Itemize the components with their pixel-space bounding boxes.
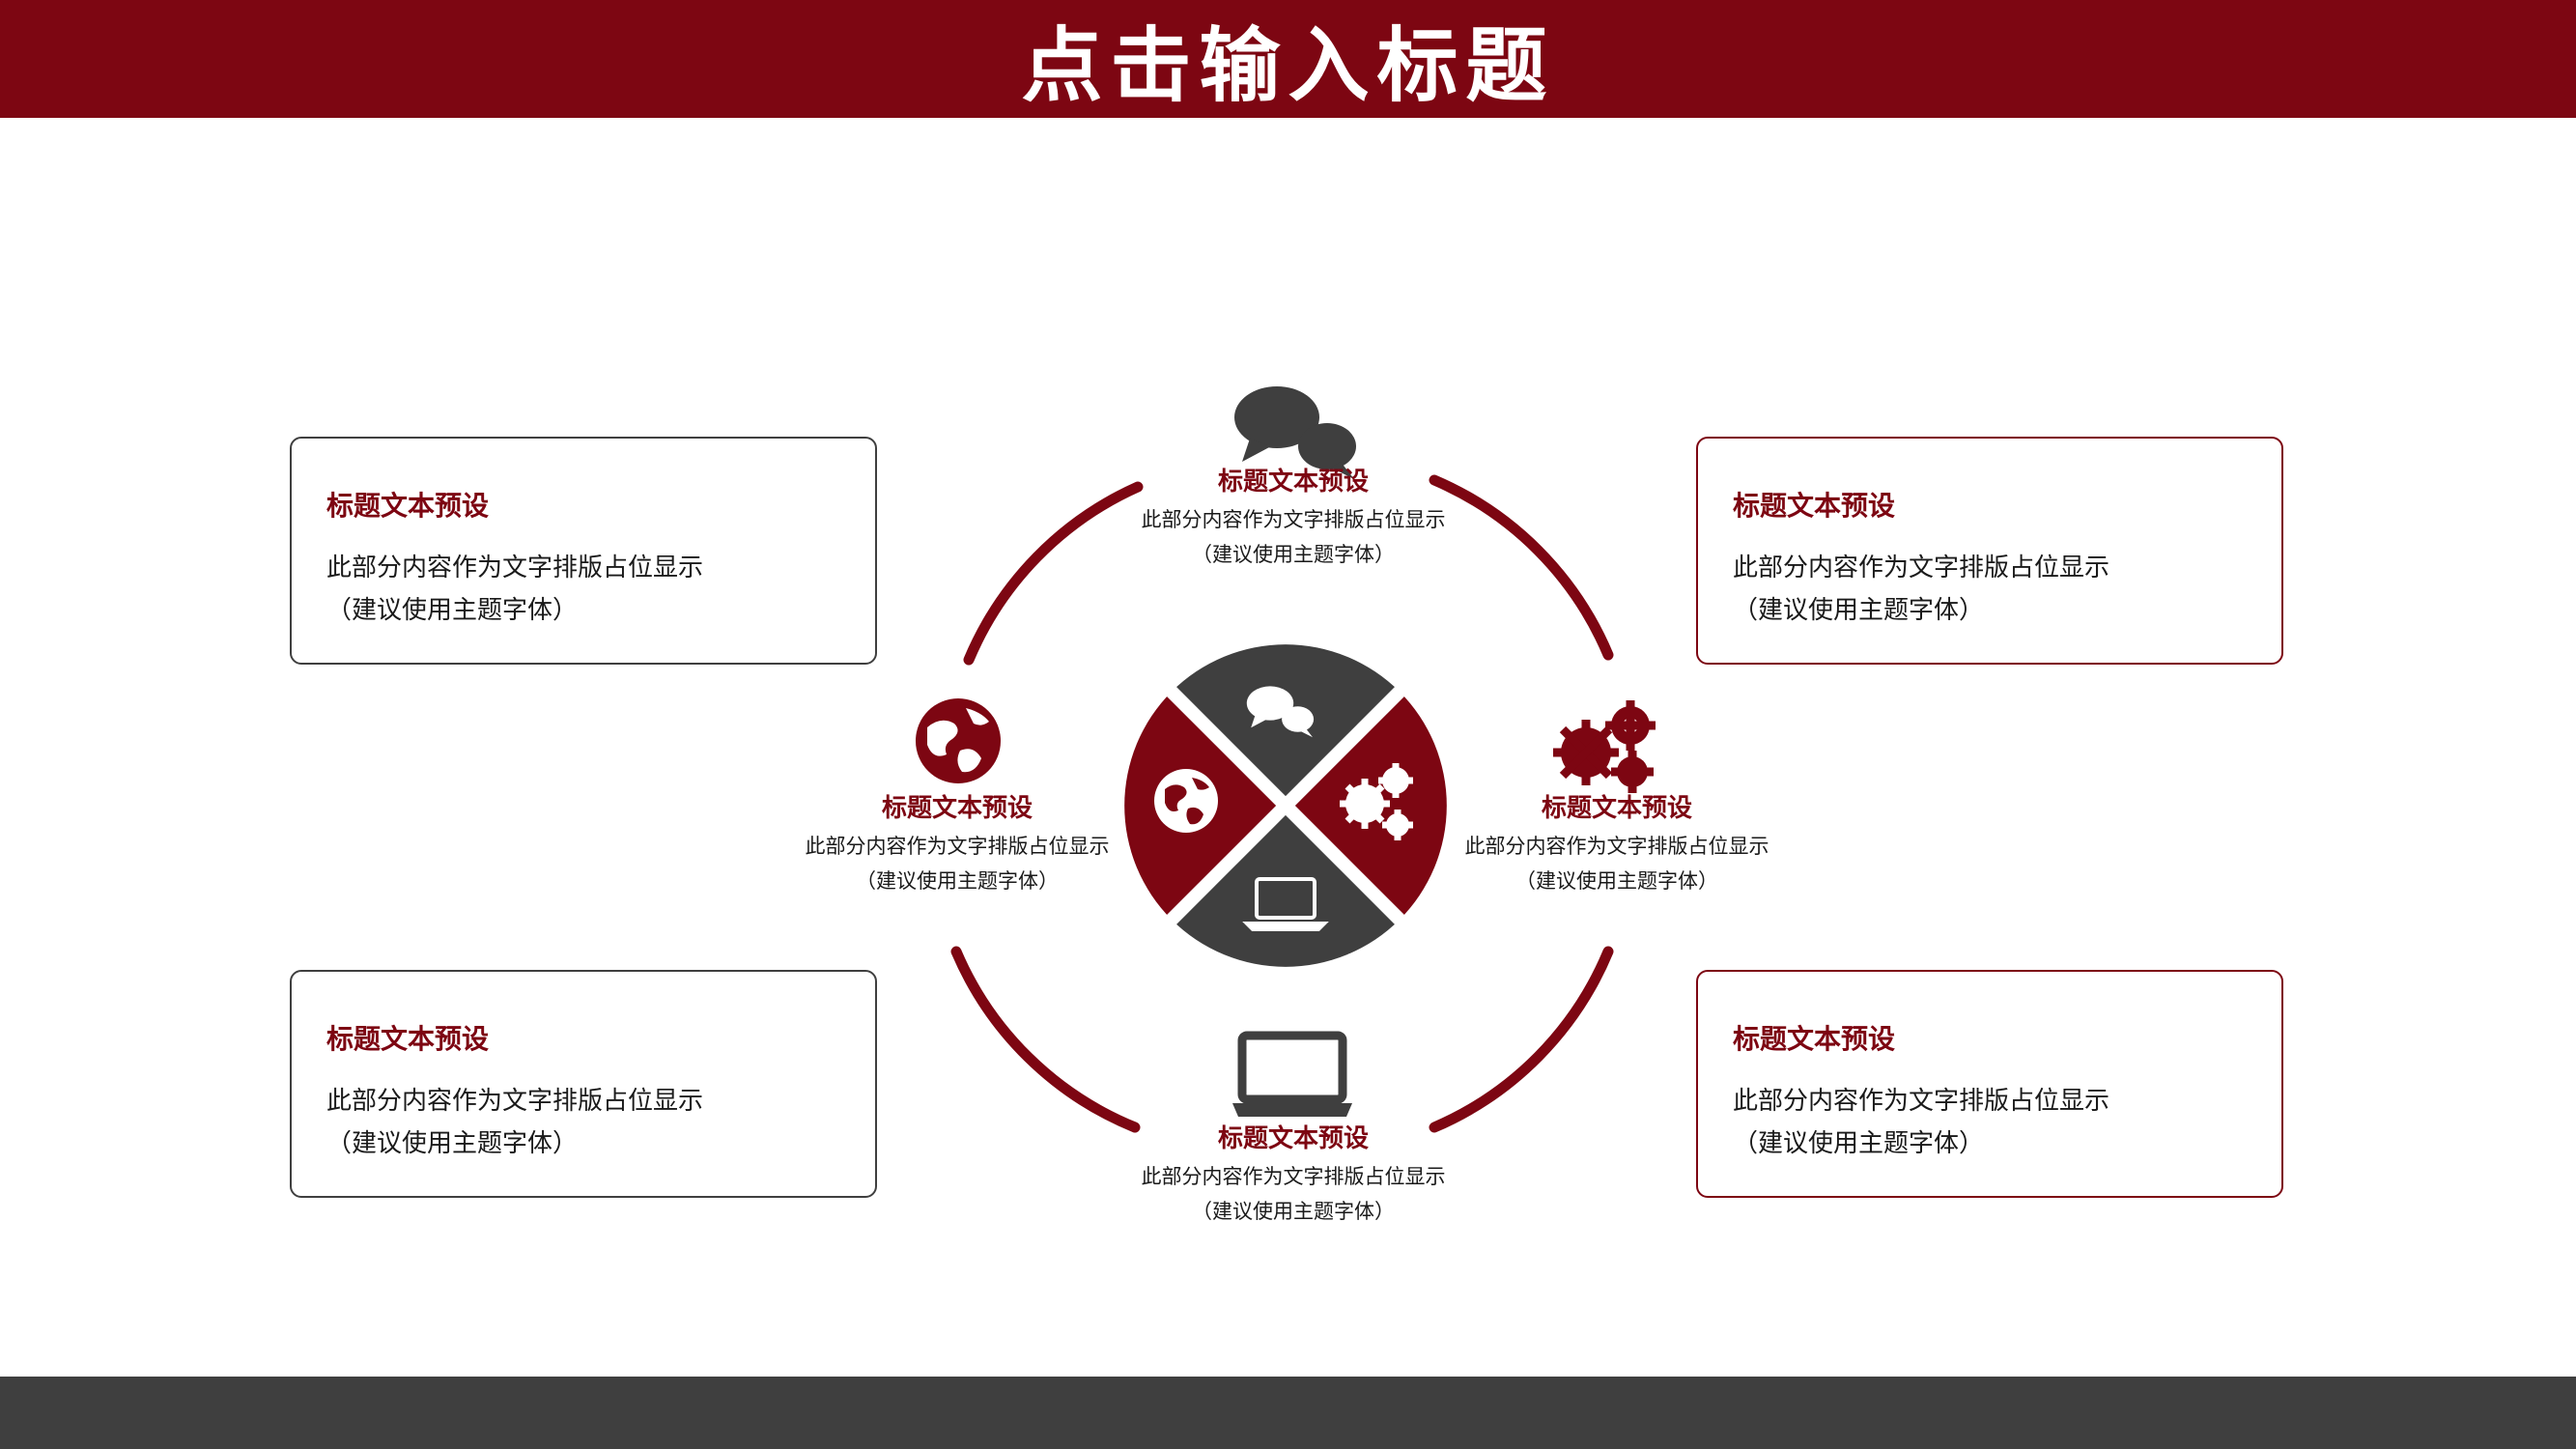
- bottom-laptop-icon: [1232, 1031, 1352, 1117]
- card-line: （建议使用主题字体）: [1733, 596, 1985, 625]
- arc-bottom-left: [950, 946, 1141, 1133]
- card-line: 此部分内容作为文字排版占位显示: [326, 554, 704, 582]
- segment-title[interactable]: 标题文本预设: [1217, 468, 1369, 497]
- pie-laptop-icon: [1242, 877, 1329, 931]
- segment-title[interactable]: 标题文本预设: [1541, 794, 1692, 823]
- card-line: 此部分内容作为文字排版占位显示: [326, 1087, 704, 1116]
- card-title[interactable]: 标题文本预设: [326, 490, 490, 522]
- segment-line: 此部分内容作为文字排版占位显示: [805, 835, 1110, 858]
- segment-text[interactable]: 此部分内容作为文字排版占位显示 （建议使用主题字体）: [774, 829, 1141, 898]
- card-top-left[interactable]: 标题文本预设 此部分内容作为文字排版占位显示 （建议使用主题字体）: [290, 437, 877, 665]
- segment-label-top[interactable]: 标题文本预设 此部分内容作为文字排版占位显示 （建议使用主题字体）: [1110, 466, 1477, 572]
- right-gears-icon: [1553, 700, 1656, 793]
- segment-line: （建议使用主题字体）: [856, 869, 1059, 893]
- card-line: 此部分内容作为文字排版占位显示: [1733, 554, 2110, 582]
- left-globe-icon: [916, 698, 1001, 783]
- card-top-right[interactable]: 标题文本预设 此部分内容作为文字排版占位显示 （建议使用主题字体）: [1696, 437, 2283, 665]
- arc-top-left: [963, 481, 1144, 666]
- card-bottom-right[interactable]: 标题文本预设 此部分内容作为文字排版占位显示 （建议使用主题字体）: [1696, 970, 2283, 1198]
- segment-title[interactable]: 标题文本预设: [881, 794, 1033, 823]
- segment-line: （建议使用主题字体）: [1515, 869, 1718, 893]
- pie-bottom-dark: [1172, 806, 1400, 967]
- card-body[interactable]: 此部分内容作为文字排版占位显示 （建议使用主题字体）: [1733, 1080, 2254, 1165]
- segment-text[interactable]: 此部分内容作为文字排版占位显示 （建议使用主题字体）: [1433, 829, 1800, 898]
- card-title[interactable]: 标题文本预设: [326, 1023, 490, 1055]
- segment-line: 此部分内容作为文字排版占位显示: [1141, 508, 1446, 531]
- segment-line: 此部分内容作为文字排版占位显示: [1141, 1165, 1446, 1188]
- segment-text[interactable]: 此部分内容作为文字排版占位显示 （建议使用主题字体）: [1110, 502, 1477, 572]
- segment-line: 此部分内容作为文字排版占位显示: [1464, 835, 1769, 858]
- card-line: （建议使用主题字体）: [326, 1129, 579, 1158]
- arc-bottom-right: [1429, 946, 1614, 1133]
- page-title[interactable]: 点击输入标题: [1021, 17, 1555, 113]
- footer-bar: [0, 1377, 2576, 1449]
- card-title[interactable]: 标题文本预设: [1733, 490, 1896, 522]
- card-title[interactable]: 标题文本预设: [1733, 1023, 1896, 1055]
- card-line: （建议使用主题字体）: [1733, 1129, 1985, 1158]
- pie-gears-icon: [1340, 763, 1413, 840]
- card-bottom-left[interactable]: 标题文本预设 此部分内容作为文字排版占位显示 （建议使用主题字体）: [290, 970, 877, 1198]
- arc-top-right: [1429, 474, 1614, 661]
- card-body[interactable]: 此部分内容作为文字排版占位显示 （建议使用主题字体）: [1733, 547, 2254, 632]
- pie-globe-icon: [1154, 769, 1218, 833]
- segment-label-right[interactable]: 标题文本预设 此部分内容作为文字排版占位显示 （建议使用主题字体）: [1433, 792, 1800, 898]
- segment-line: （建议使用主题字体）: [1192, 1200, 1395, 1223]
- card-body[interactable]: 此部分内容作为文字排版占位显示 （建议使用主题字体）: [326, 1080, 848, 1165]
- center-pie: [1124, 644, 1447, 967]
- card-body[interactable]: 此部分内容作为文字排版占位显示 （建议使用主题字体）: [326, 547, 848, 632]
- segment-label-left[interactable]: 标题文本预设 此部分内容作为文字排版占位显示 （建议使用主题字体）: [774, 792, 1141, 898]
- card-line: （建议使用主题字体）: [326, 596, 579, 625]
- segment-line: （建议使用主题字体）: [1192, 543, 1395, 566]
- segment-label-bottom[interactable]: 标题文本预设 此部分内容作为文字排版占位显示 （建议使用主题字体）: [1110, 1122, 1477, 1229]
- header-bar: 点击输入标题: [0, 0, 2576, 118]
- card-line: 此部分内容作为文字排版占位显示: [1733, 1087, 2110, 1116]
- segment-text[interactable]: 此部分内容作为文字排版占位显示 （建议使用主题字体）: [1110, 1159, 1477, 1229]
- segment-title[interactable]: 标题文本预设: [1217, 1124, 1369, 1153]
